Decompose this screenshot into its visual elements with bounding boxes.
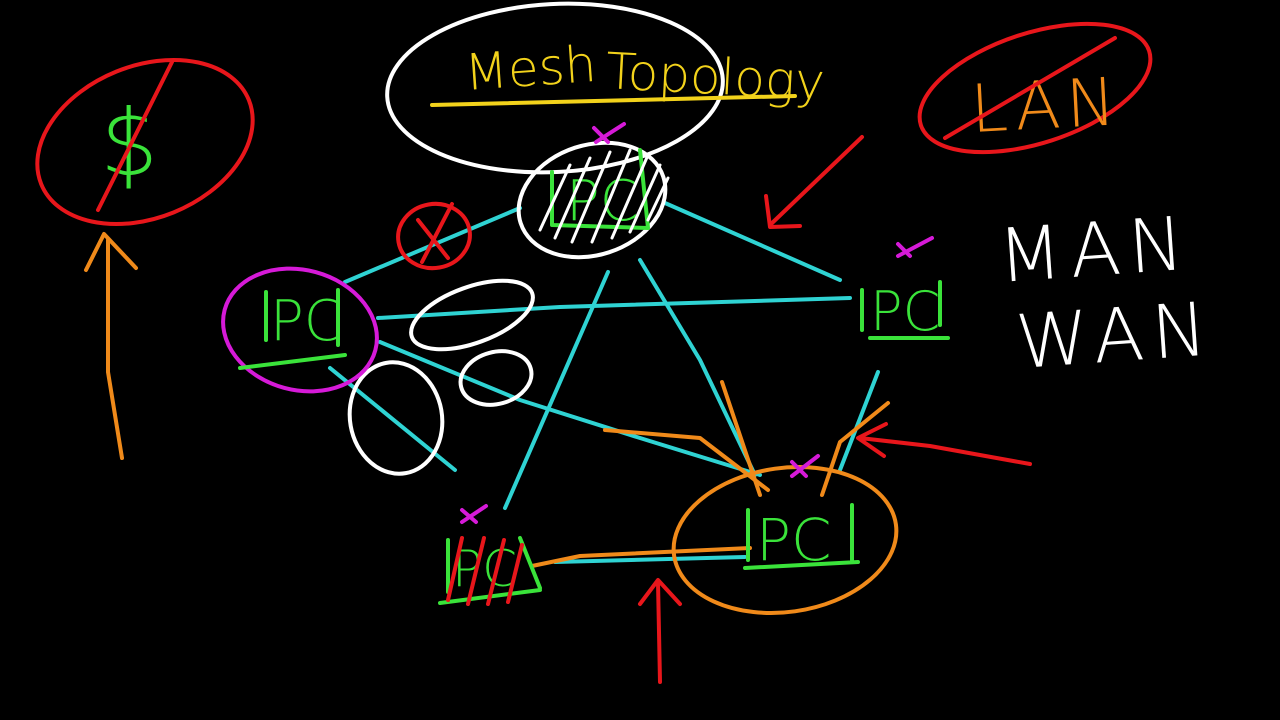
- lan-group: LAN: [917, 21, 1153, 155]
- cost-strike: [96, 60, 174, 212]
- title-ellipse: [385, 1, 725, 175]
- pc-bottom-left-hatching: [446, 536, 524, 606]
- link-left-right: [376, 296, 852, 320]
- pc-top-ellipse: [516, 140, 668, 260]
- link-top-right: [663, 201, 842, 282]
- title-word-mesh: Mesh: [463, 35, 598, 102]
- man-label: MAN: [995, 201, 1194, 300]
- wan-label: WAN: [1013, 286, 1218, 386]
- pc-top-hatching: [538, 148, 670, 244]
- link-top-bottomright: [638, 258, 757, 477]
- pc-bottom-left-label: PC: [452, 540, 517, 598]
- red-arrow-from-bottom: [638, 578, 682, 684]
- pc-left-label: PC: [270, 289, 343, 354]
- pc-right-x-icon: [896, 236, 934, 258]
- pc-node-bottom-left: PC: [438, 504, 542, 606]
- pc-node-left: PC: [221, 266, 379, 394]
- pc-node-bottom-right: PC: [743, 454, 860, 574]
- pc-left-ellipse: [221, 266, 379, 394]
- pc-right-box: [860, 280, 950, 340]
- cost-group: $: [35, 57, 255, 460]
- lan-label: LAN: [969, 63, 1124, 148]
- orange-node-ellipse: [671, 465, 899, 615]
- pc-node-top: PC: [516, 122, 670, 260]
- highlighted-links: [530, 380, 899, 615]
- white-ellipse-2: [458, 349, 534, 407]
- red-arrow-from-right: [856, 422, 1032, 466]
- link-bottomleft-bottomright: [553, 555, 747, 564]
- link-top-bottomleft: [503, 270, 610, 510]
- pc-bottom-right-x-icon: [790, 454, 820, 478]
- title-underline: [430, 94, 797, 107]
- pc-bottom-right-label: PC: [756, 506, 831, 574]
- red-arrow-to-top-right: [764, 135, 864, 229]
- white-ellipse-3: [347, 360, 445, 476]
- orange-link-right: [820, 401, 890, 497]
- orange-link-left: [603, 428, 770, 492]
- pc-node-right: PC: [860, 236, 950, 343]
- pc-bottom-right-box: [743, 503, 860, 570]
- pc-right-label: PC: [870, 280, 940, 343]
- pc-top-x-icon: [592, 122, 626, 144]
- orange-link-bottomleft: [530, 546, 752, 568]
- up-arrow-left: [84, 232, 138, 460]
- link-right-bottomright: [838, 370, 880, 472]
- lan-strike: [943, 36, 1117, 140]
- pc-left-box: [238, 288, 347, 370]
- lan-ellipse: [917, 21, 1153, 155]
- orange-link-top: [720, 380, 762, 497]
- pc-bottom-left-x-icon: [460, 504, 488, 524]
- mesh-links: [328, 201, 880, 564]
- white-ellipse-1: [409, 278, 535, 352]
- red-crossed-circle-icon: [396, 201, 472, 271]
- link-left-bottomright: [378, 340, 762, 477]
- white-scribble-ellipses: [347, 278, 535, 476]
- cost-ellipse: [35, 57, 255, 227]
